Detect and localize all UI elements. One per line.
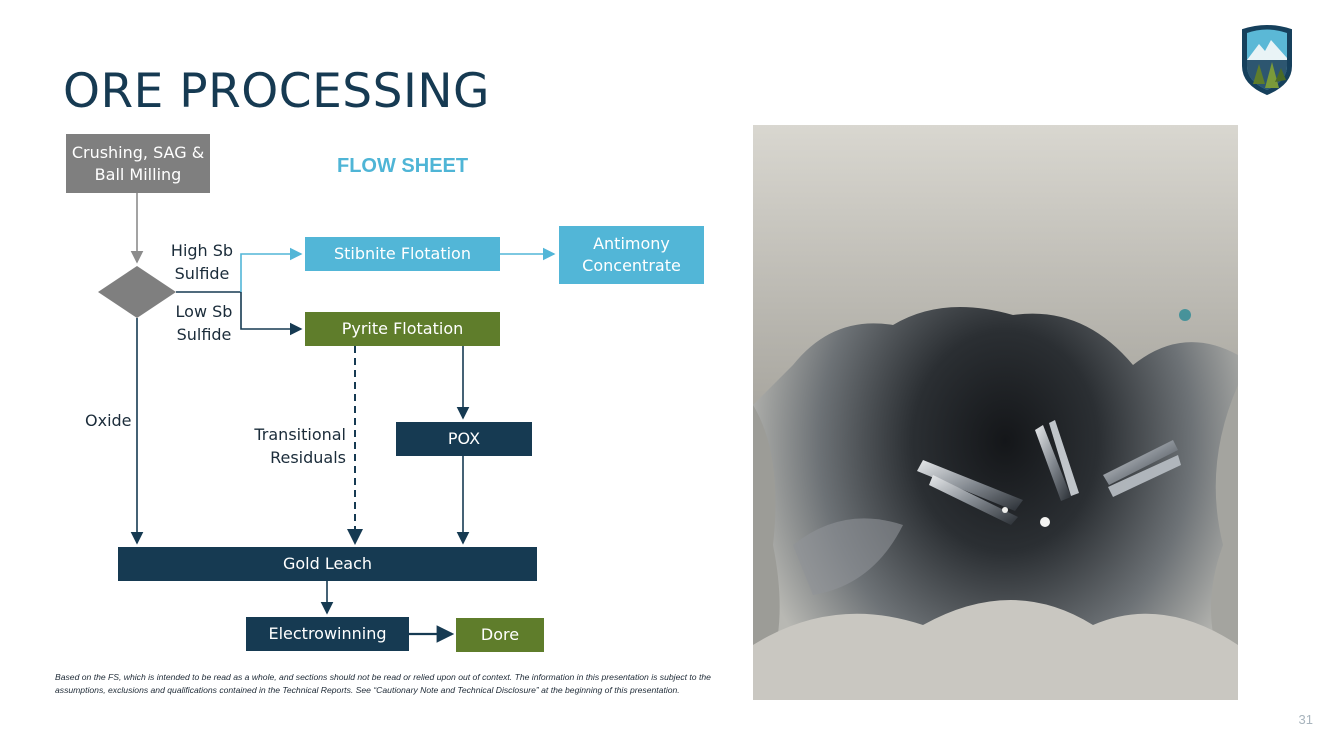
flow-sheet-label: FLOW SHEET (337, 155, 469, 177)
node-electrowinning: Electrowinning (246, 617, 409, 651)
decision-diamond (98, 266, 176, 318)
label-transitional-residuals: Transitional Residuals (254, 425, 346, 467)
node-gold-leach: Gold Leach (118, 547, 537, 581)
node-pyrite-flotation: Pyrite Flotation (305, 312, 500, 346)
page-number: 31 (1298, 712, 1313, 727)
label-oxide: Oxide (85, 411, 132, 430)
node-dore: Dore (456, 618, 544, 652)
stibnite-specimen-photo (753, 125, 1238, 700)
node-stibnite-flotation: Stibnite Flotation (305, 237, 500, 271)
node-pox: POX (396, 422, 532, 456)
edge-low-sb (240, 292, 303, 336)
node-crushing: Crushing, SAG & Ball Milling (66, 134, 210, 193)
company-logo-icon (1242, 25, 1292, 96)
node-antimony-concentrate: Antimony Concentrate (559, 226, 704, 284)
edge-high-sb (240, 247, 303, 292)
label-high-sb-sulfide: High Sb Sulfide (170, 241, 234, 283)
label-low-sb-sulfide: Low Sb Sulfide (175, 302, 233, 344)
disclaimer-footnote: Based on the FS, which is intended to be… (55, 672, 711, 695)
page-title: ORE PROCESSING (63, 64, 490, 119)
flow-connectors (98, 193, 556, 643)
